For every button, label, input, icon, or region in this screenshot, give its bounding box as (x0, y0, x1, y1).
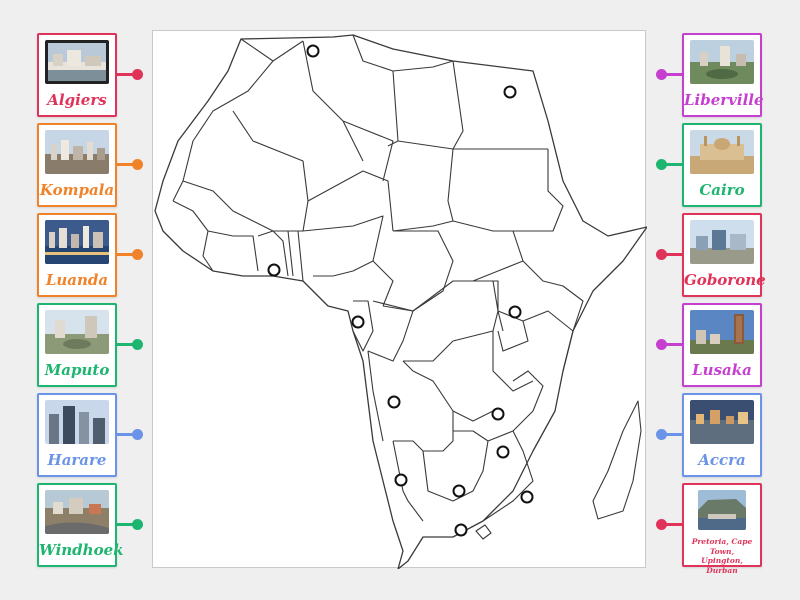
connector-dot[interactable] (132, 249, 143, 260)
connector-line (663, 523, 683, 526)
connector-dot[interactable] (656, 429, 667, 440)
card-label: Liberville (684, 91, 764, 109)
card-label: Windhoek (39, 541, 124, 559)
card-liberville[interactable]: Liberville (682, 33, 764, 117)
card-accra[interactable]: Accra (682, 393, 762, 477)
map-pin[interactable] (387, 395, 401, 409)
card-maputo[interactable]: Maputo (37, 303, 117, 387)
map-pin[interactable] (394, 473, 408, 487)
map-pin[interactable] (491, 407, 505, 421)
connector-line (117, 253, 137, 256)
city-photo-kompala (45, 130, 109, 174)
connector-dot[interactable] (132, 159, 143, 170)
card-cairo[interactable]: Cairo (682, 123, 762, 207)
connector-dot[interactable] (132, 69, 143, 80)
card-windhoek[interactable]: Windhoek (37, 483, 124, 567)
city-photo-lusaka (690, 310, 754, 354)
card-label: Accra (698, 451, 746, 469)
city-photo-algiers (45, 40, 109, 84)
city-photo-cairo (690, 130, 754, 174)
connector-line (663, 343, 683, 346)
card-pretoria-cape-town-upington-durban[interactable]: Pretoria, Cape Town, Upington, Durban (682, 483, 762, 575)
connector-dot[interactable] (132, 339, 143, 350)
card-label: Goborone (684, 271, 766, 289)
connector-line (117, 433, 137, 436)
card-label: Harare (47, 451, 107, 469)
card-label: Kompala (39, 181, 115, 199)
city-photo-accra (690, 400, 754, 444)
city-photo-cape-town (698, 490, 746, 530)
card-label: Algiers (47, 91, 107, 109)
africa-map (152, 30, 647, 569)
city-photo-maputo (45, 310, 109, 354)
card-kompala[interactable]: Kompala (37, 123, 117, 207)
map-pin[interactable] (520, 490, 534, 504)
connector-line (117, 163, 137, 166)
card-label: Lusaka (692, 361, 752, 379)
card-lusaka[interactable]: Lusaka (682, 303, 762, 387)
map-pin[interactable] (306, 44, 320, 58)
connector-dot[interactable] (656, 519, 667, 530)
city-photo-liberville (690, 40, 754, 84)
connector-line (663, 253, 683, 256)
connector-dot[interactable] (656, 159, 667, 170)
map-pin[interactable] (351, 315, 365, 329)
map-pin[interactable] (503, 85, 517, 99)
map-pin[interactable] (454, 523, 468, 537)
connector-dot[interactable] (656, 69, 667, 80)
map-pin[interactable] (508, 305, 522, 319)
card-algiers[interactable]: Algiers (37, 33, 117, 117)
connector-line (663, 433, 683, 436)
connector-line (117, 343, 137, 346)
card-label: Cairo (699, 181, 745, 199)
city-photo-windhoek (45, 490, 109, 534)
card-label: Maputo (44, 361, 110, 379)
map-pin[interactable] (452, 484, 466, 498)
card-label: Luanda (45, 271, 109, 289)
connector-dot[interactable] (132, 429, 143, 440)
city-photo-harare (45, 400, 109, 444)
map-pin[interactable] (496, 445, 510, 459)
connector-dot[interactable] (656, 249, 667, 260)
card-label: Pretoria, Cape Town, Upington, Durban (691, 537, 753, 575)
card-harare[interactable]: Harare (37, 393, 117, 477)
connector-line (117, 73, 137, 76)
city-photo-goborone (690, 220, 754, 264)
card-goborone[interactable]: Goborone (682, 213, 766, 297)
connector-line (663, 163, 683, 166)
connector-line (663, 73, 683, 76)
map-pin[interactable] (267, 263, 281, 277)
card-luanda[interactable]: Luanda (37, 213, 117, 297)
connector-dot[interactable] (132, 519, 143, 530)
africa-outline-map (154, 34, 647, 569)
connector-dot[interactable] (656, 339, 667, 350)
city-photo-luanda (45, 220, 109, 264)
connector-line (117, 523, 137, 526)
